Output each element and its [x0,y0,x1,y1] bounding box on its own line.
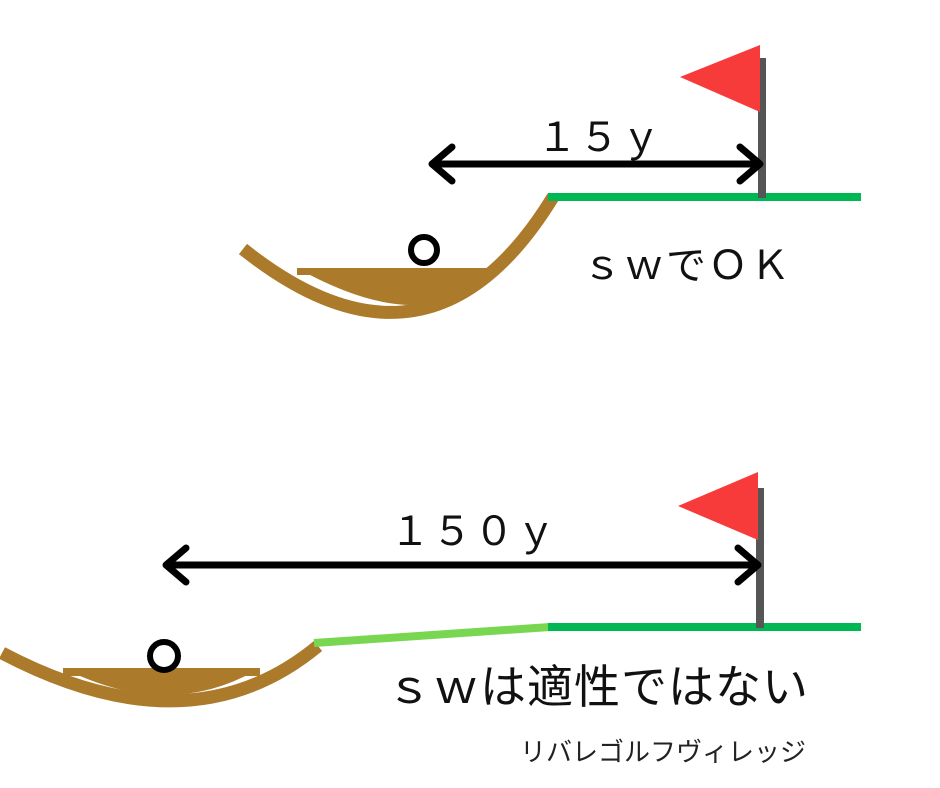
scene-1 [238,45,861,319]
credit-text: リバレゴルフヴィレッジ [520,738,807,768]
bunker-lip-1 [238,193,559,319]
golf-ball-2 [147,639,181,673]
bunker-sand-top-1 [297,268,492,275]
result-label-sw-not-suitable: ｓｗは適性ではない [386,660,809,714]
bunker-lip-2 [0,640,323,708]
scene-2 [0,472,861,708]
flag-2 [678,472,758,540]
result-label-sw-ok: ｓｗでＯＫ [582,243,792,289]
distance-arrow-1 [428,143,764,185]
flag-1 [680,45,760,112]
distance-label-15y: １５ｙ [537,115,663,161]
bunker-sand-1 [297,268,492,305]
fairway-2 [313,623,551,647]
distance-label-150y: １５０ｙ [390,509,558,555]
golf-ball-1 [408,234,440,266]
distance-arrow-2 [162,544,762,586]
